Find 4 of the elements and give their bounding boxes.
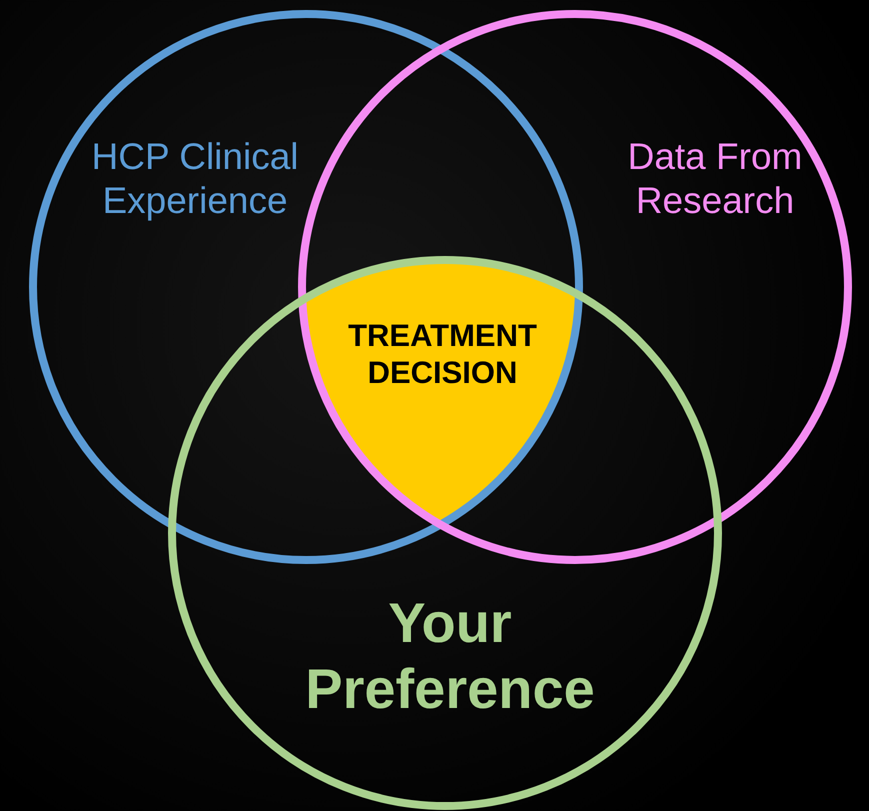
venn-label: Your Preference [304,590,596,722]
venn-label: Data From Research [626,135,804,222]
venn-label: HCP Clinical Experience [90,135,300,222]
venn-label: TREATMENT DECISION [347,318,538,392]
